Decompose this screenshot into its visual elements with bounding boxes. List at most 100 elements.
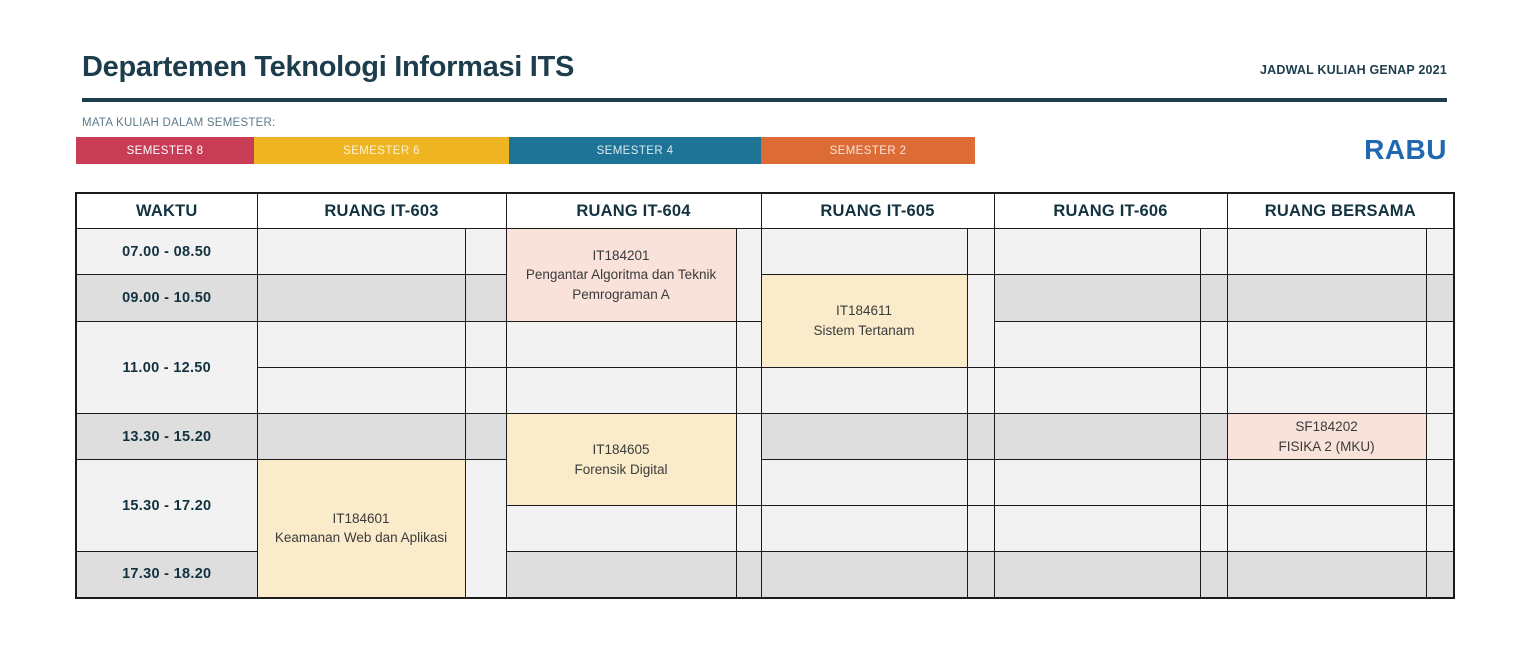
- slot-it603-1100b[interactable]: [256, 367, 466, 414]
- stripe-it605-sem6: [966, 274, 995, 368]
- stripe-it606-1330: [1199, 413, 1228, 460]
- stripe-it605-1730: [966, 551, 995, 598]
- legend-item-semester-8[interactable]: SEMESTER 8: [76, 137, 254, 164]
- stripe-it606-1530: [1199, 459, 1228, 506]
- day-label: RABU: [1364, 134, 1447, 165]
- stripe-it603-0900: [464, 274, 507, 322]
- slot-it604-1100a[interactable]: [505, 321, 737, 368]
- time-cell-1730: 17.30 - 18.20: [75, 551, 258, 598]
- stripe-bersama-0900: [1425, 274, 1455, 322]
- slot-bersama-1100a[interactable]: [1226, 321, 1427, 368]
- slot-bersama-1530[interactable]: [1226, 459, 1427, 506]
- slot-it605-1630[interactable]: [760, 505, 968, 552]
- table-row: 17.30 - 18.20: [75, 551, 1455, 598]
- col-header-it-606: RUANG IT-606: [993, 192, 1228, 229]
- col-header-waktu: WAKTU: [75, 192, 258, 229]
- slot-it605-1730[interactable]: [760, 551, 968, 598]
- slot-it604-1730[interactable]: [505, 551, 737, 598]
- table-row: [76, 505, 1455, 552]
- stripe-it604-1100a: [735, 321, 762, 368]
- slot-it606-1530[interactable]: [993, 459, 1201, 506]
- legend-label: MATA KULIAH DALAM SEMESTER:: [82, 117, 276, 129]
- slot-it603-0900[interactable]: [256, 274, 466, 322]
- course-name: Keamanan Web dan Aplikasi: [274, 530, 448, 546]
- table-row: 07.00 - 08.50 IT184201 Pengantar Algorit…: [75, 228, 1455, 322]
- slot-it606-1630[interactable]: [993, 505, 1201, 552]
- stripe-bersama-sem2: [1425, 413, 1455, 460]
- course-name: Forensik Digital: [574, 461, 668, 477]
- stripe-bersama-1730: [1425, 551, 1455, 598]
- schedule-table: WAKTU RUANG IT-603 RUANG IT-604 RUANG IT…: [75, 192, 1456, 599]
- header-row: WAKTU RUANG IT-603 RUANG IT-604 RUANG IT…: [75, 192, 1455, 229]
- stripe-it606-1100b: [1199, 367, 1228, 414]
- schedule-table-wrapper: WAKTU RUANG IT-603 RUANG IT-604 RUANG IT…: [75, 192, 1456, 599]
- slot-it604-1630[interactable]: [505, 505, 737, 552]
- stripe-bersama-1100a: [1425, 321, 1455, 368]
- course-block-it184605[interactable]: IT184605 Forensik Digital: [505, 413, 737, 506]
- time-cell-0900: 09.00 - 10.50: [75, 274, 258, 322]
- legend-item-semester-2[interactable]: SEMESTER 2: [761, 137, 975, 164]
- stripe-it603-1330: [464, 413, 507, 460]
- stripe-it606-1630: [1199, 505, 1228, 552]
- course-block-it184201[interactable]: IT184201 Pengantar Algoritma dan Teknik …: [505, 228, 737, 322]
- slot-it605-1330[interactable]: [760, 413, 968, 460]
- stripe-bersama-1100b: [1425, 367, 1455, 414]
- time-cell-1530: 15.30 - 17.20: [75, 459, 258, 552]
- stripe-it605-1630: [966, 505, 995, 552]
- stripe-it604-sem6: [735, 413, 762, 506]
- stripe-it603-1100b: [464, 367, 507, 414]
- course-block-sf184202[interactable]: SF184202 FISIKA 2 (MKU): [1226, 413, 1427, 460]
- col-header-it-603: RUANG IT-603: [256, 192, 507, 229]
- semester-legend: SEMESTER 8 SEMESTER 6 SEMESTER 4 SEMESTE…: [76, 137, 975, 164]
- col-header-ruang-bersama: RUANG BERSAMA: [1226, 192, 1455, 229]
- stripe-it604-1630: [735, 505, 762, 552]
- stripe-bersama-1530: [1425, 459, 1455, 506]
- col-header-it-605: RUANG IT-605: [760, 192, 995, 229]
- time-cell-1100: 11.00 - 12.50: [75, 321, 258, 414]
- course-code: IT184605: [592, 441, 650, 457]
- slot-it606-0700[interactable]: [993, 228, 1201, 275]
- legend-item-semester-4[interactable]: SEMESTER 4: [509, 137, 761, 164]
- stripe-it605-1100b: [966, 367, 995, 414]
- slot-bersama-1100b[interactable]: [1226, 367, 1427, 414]
- course-name: Pengantar Algoritma dan Teknik Pemrogram…: [525, 267, 717, 302]
- slot-bersama-0900[interactable]: [1226, 274, 1427, 322]
- slot-it606-1100a[interactable]: [993, 321, 1201, 368]
- table-row: 09.00 - 10.50 IT184611 Sistem Tertanam: [75, 274, 1455, 368]
- legend-item-semester-6[interactable]: SEMESTER 6: [254, 137, 509, 164]
- stripe-bersama-1630: [1425, 505, 1455, 552]
- stripe-it605-1530: [966, 459, 995, 506]
- slot-it605-1100b[interactable]: [760, 367, 968, 414]
- table-row: 15.30 - 17.20 IT184601 Keamanan Web dan …: [75, 459, 1455, 598]
- slot-it605-0700[interactable]: [760, 228, 968, 275]
- time-cell-1330: 13.30 - 15.20: [75, 413, 258, 460]
- stripe-it605-1330: [966, 413, 995, 460]
- slot-bersama-0700[interactable]: [1226, 228, 1427, 275]
- slot-it605-1530[interactable]: [760, 459, 968, 506]
- stripe-it604-sem2: [735, 228, 762, 322]
- stripe-it604-1730: [735, 551, 762, 598]
- slot-it603-0700[interactable]: [256, 228, 466, 275]
- course-block-it184601[interactable]: IT184601 Keamanan Web dan Aplikasi: [256, 459, 466, 598]
- slot-bersama-1730[interactable]: [1226, 551, 1427, 598]
- slot-it604-1100b[interactable]: [505, 367, 737, 414]
- slot-bersama-1630[interactable]: [1226, 505, 1427, 552]
- slot-it606-1100b[interactable]: [993, 367, 1201, 414]
- course-name: Sistem Tertanam: [813, 323, 915, 338]
- slot-it603-1100a[interactable]: [256, 321, 466, 368]
- course-block-it184611[interactable]: IT184611 Sistem Tertanam: [760, 274, 968, 368]
- course-code: IT184611: [836, 303, 893, 319]
- table-row: [76, 367, 1455, 414]
- table-body: 07.00 - 08.50 IT184201 Pengantar Algorit…: [75, 228, 1455, 598]
- course-code: SF184202: [1295, 418, 1358, 434]
- slot-it606-1730[interactable]: [993, 551, 1201, 598]
- stripe-it606-1100a: [1199, 321, 1228, 368]
- stripe-it606-1730: [1199, 551, 1228, 598]
- stripe-bersama-0700: [1425, 228, 1455, 275]
- slot-it603-1330[interactable]: [256, 413, 466, 460]
- table-row: 11.00 - 12.50: [75, 321, 1455, 414]
- schedule-subtitle: JADWAL KULIAH GENAP 2021: [1259, 63, 1447, 78]
- slot-it606-0900[interactable]: [993, 274, 1201, 322]
- stripe-it606-0900: [1199, 274, 1228, 322]
- slot-it606-1330[interactable]: [993, 413, 1201, 460]
